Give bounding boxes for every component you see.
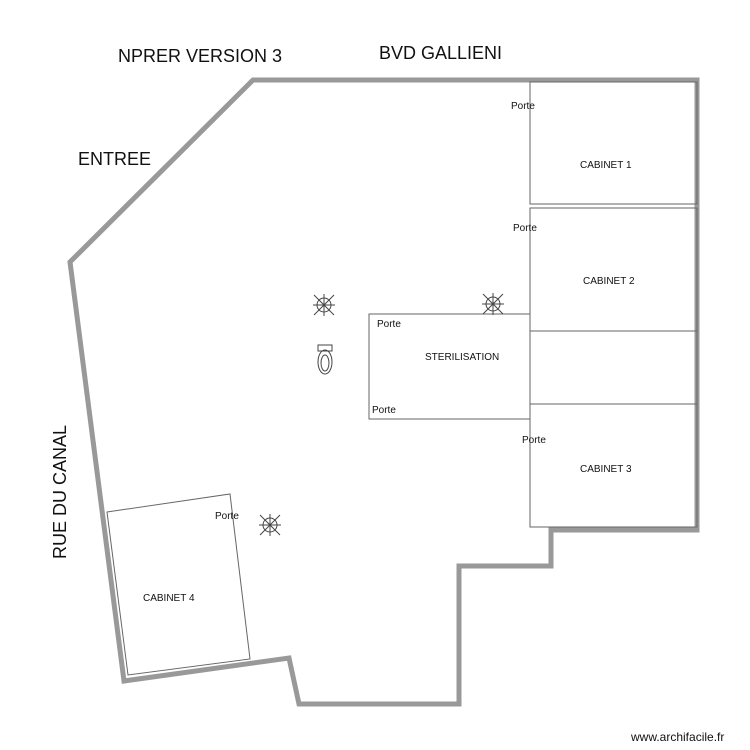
ceiling-light-icon [313, 294, 335, 316]
door-label: Porte [372, 405, 396, 416]
ceiling-light-icon [482, 293, 504, 315]
door-label: Porte [215, 511, 239, 522]
cabinet-3-room [529, 403, 698, 528]
exterior-wall [67, 77, 700, 707]
door-label: Porte [513, 223, 537, 234]
cabinet-4-label: CABINET 4 [143, 593, 195, 604]
door-label: Porte [511, 101, 535, 112]
street-north-label: BVD GALLIENI [379, 43, 502, 63]
door-label: Porte [522, 435, 546, 446]
plan-title: NPRER VERSION 3 [118, 46, 282, 66]
cabinet-1-room [529, 81, 698, 205]
cabinet-4-room [106, 493, 251, 676]
sterilisation-room [368, 313, 531, 420]
street-west-label: RUE DU CANAL [50, 425, 70, 559]
cabinet-1-label: CABINET 1 [580, 160, 632, 171]
side-corridor [529, 330, 698, 405]
credit-link[interactable]: www.archifacile.fr [630, 730, 724, 744]
cabinet-2-label: CABINET 2 [583, 276, 635, 287]
door-label: Porte [377, 319, 401, 330]
toilet-icon [317, 344, 333, 375]
ceiling-light-icon [259, 514, 281, 536]
sterilisation-label: STERILISATION [425, 352, 499, 363]
entrance-label: ENTREE [78, 149, 151, 169]
cabinet-3-label: CABINET 3 [580, 464, 632, 475]
cabinet-2-room [529, 207, 698, 332]
